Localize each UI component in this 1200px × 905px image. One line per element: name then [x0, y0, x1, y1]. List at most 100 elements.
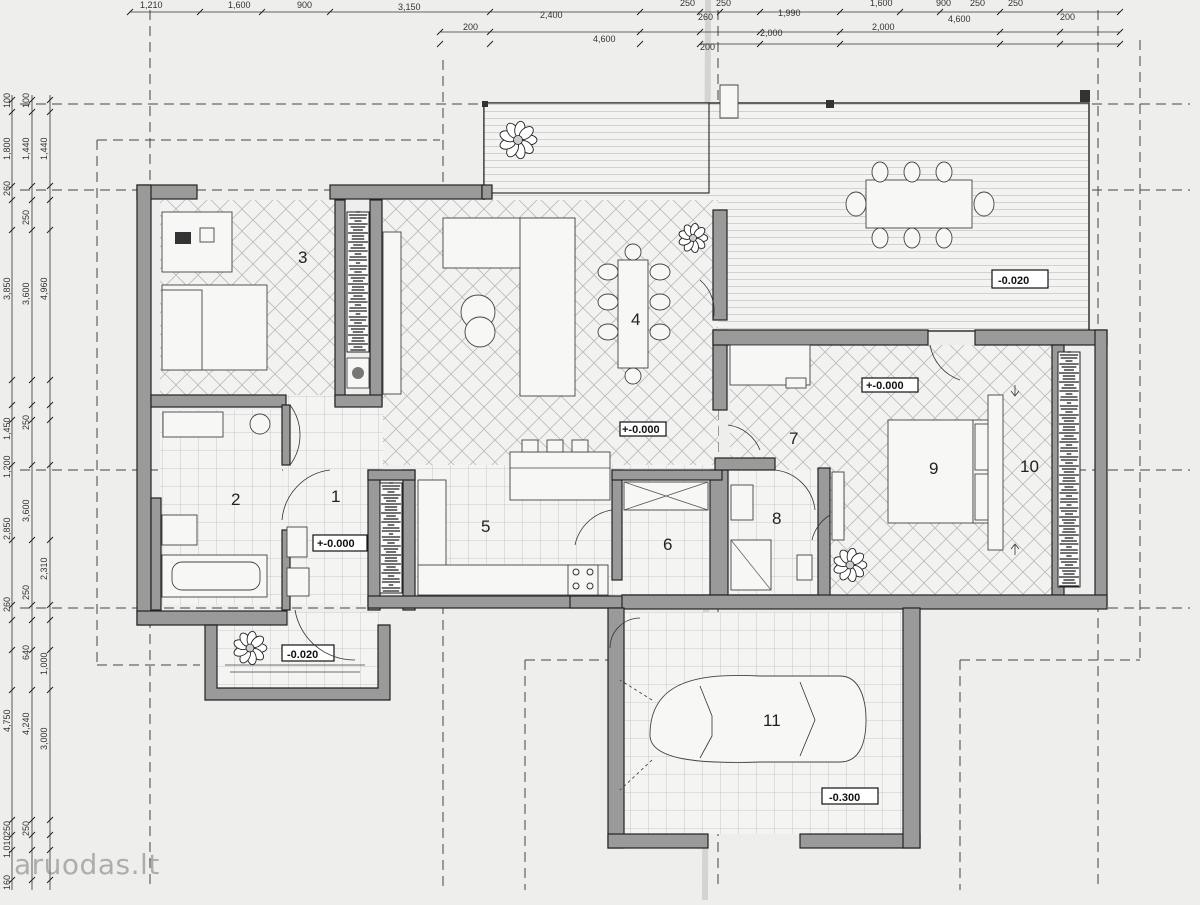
top-dim-label: 4,600 — [593, 34, 616, 44]
dim-tick — [28, 182, 36, 190]
left-dim-label: 260 — [2, 181, 12, 196]
dim-tick — [46, 401, 54, 409]
dim-tick — [1116, 28, 1124, 36]
dim-tick — [46, 196, 54, 204]
dim-tick — [996, 28, 1004, 36]
bar-stool — [521, 439, 539, 453]
dim-tick — [28, 108, 36, 116]
chair — [624, 243, 642, 261]
watermark-tld: .lt — [130, 848, 160, 881]
left-dim-label: 250 — [21, 210, 31, 225]
dim-tick — [28, 461, 36, 469]
dim-tick — [46, 376, 54, 384]
left-dim-label: 3,000 — [39, 727, 49, 750]
chair — [649, 323, 671, 341]
dim-tick — [696, 40, 704, 48]
plant-pot — [513, 135, 523, 145]
dim-tick — [1116, 40, 1124, 48]
left-dim-label: 4,750 — [2, 709, 12, 732]
dim-tick — [28, 226, 36, 234]
room-number-1: 1 — [331, 487, 340, 506]
top-dim-label: 1,600 — [228, 0, 251, 10]
dim-tick — [326, 8, 334, 16]
left-dim-label: 3,600 — [21, 499, 31, 522]
chair — [624, 367, 642, 385]
dim-tick — [258, 8, 266, 16]
dim-tick — [8, 108, 16, 116]
dim-tick — [28, 831, 36, 839]
bar-stool — [546, 439, 564, 453]
plant-pot — [845, 560, 855, 570]
bar-stool — [571, 439, 589, 453]
room-number-5: 5 — [481, 517, 490, 536]
left-dim-label: 100 — [2, 93, 12, 108]
dim-tick — [196, 8, 204, 16]
top-dim-label: 2,000 — [760, 28, 783, 38]
room-number-10: 10 — [1020, 457, 1039, 476]
dim-tick — [636, 8, 644, 16]
top-dim-label: 2,400 — [540, 10, 563, 20]
level-mark-garage: -0.300 — [829, 792, 860, 804]
room-number-9: 9 — [929, 459, 938, 478]
left-dimensions: 1001,8002603,8501,4501,2002,8502604,7502… — [2, 93, 54, 890]
top-dim-label: 250 — [680, 0, 695, 8]
chair — [597, 323, 619, 341]
dim-tick — [28, 401, 36, 409]
top-dimensions: 1,210 1,600 900 3,150 250 250 1,990 1,60… — [126, 0, 1124, 52]
plant-pot — [689, 234, 697, 242]
dim-tick — [8, 876, 16, 884]
top-dim-label: 250 — [970, 0, 985, 8]
top-dim-label: 4,600 — [948, 14, 971, 24]
chair — [935, 161, 953, 183]
left-dim-label: 4,240 — [21, 712, 31, 735]
room-number-7: 7 — [789, 429, 798, 448]
chair — [597, 293, 619, 311]
dim-tick — [28, 646, 36, 654]
level-mark-porch: -0.020 — [287, 649, 318, 661]
dim-tick — [8, 461, 16, 469]
dim-tick — [46, 831, 54, 839]
dim-tick — [486, 28, 494, 36]
top-dim-label: 3,150 — [398, 2, 421, 12]
dim-tick — [996, 40, 1004, 48]
dim-tick — [46, 416, 54, 424]
dim-tick — [696, 28, 704, 36]
dim-tick — [46, 461, 54, 469]
level-mark-living: +-0.000 — [622, 424, 660, 436]
top-dim-label: 200 — [463, 22, 478, 32]
top-dim-label: 250 — [1008, 0, 1023, 8]
left-dim-label: 3,600 — [21, 282, 31, 305]
dim-tick — [28, 686, 36, 694]
chair — [973, 191, 995, 217]
level-mark-hall: +-0.000 — [317, 538, 355, 550]
chair — [597, 263, 619, 281]
dim-tick — [8, 831, 16, 839]
dim-tick — [756, 28, 764, 36]
top-dim-label: 1,600 — [870, 0, 893, 8]
room-number-8: 8 — [772, 509, 781, 528]
dim-tick — [28, 536, 36, 544]
top-dim-label: 200 — [1060, 12, 1075, 22]
dim-tick — [8, 96, 16, 104]
room-numbers: 3 4 2 1 5 6 7 8 9 10 11 — [231, 248, 1039, 730]
dim-tick — [636, 28, 644, 36]
top-dim-label: 260 — [698, 12, 713, 22]
dim-tick — [8, 536, 16, 544]
dim-tick — [46, 846, 54, 854]
left-dim-label: 250 — [2, 821, 12, 836]
top-dim-label: 250 — [716, 0, 731, 8]
dim-tick — [836, 8, 844, 16]
watermark-brand: aruodas — [14, 848, 131, 881]
dim-tick — [28, 846, 36, 854]
dim-tick — [46, 182, 54, 190]
dim-tick — [8, 196, 16, 204]
dim-tick — [8, 846, 16, 854]
dim-tick — [46, 536, 54, 544]
dim-tick — [28, 376, 36, 384]
dim-tick — [28, 816, 36, 824]
dim-tick — [756, 8, 764, 16]
left-dim-label: 250 — [21, 585, 31, 600]
dim-tick — [28, 876, 36, 884]
left-dim-label: 160 — [2, 875, 12, 890]
car — [619, 675, 867, 791]
